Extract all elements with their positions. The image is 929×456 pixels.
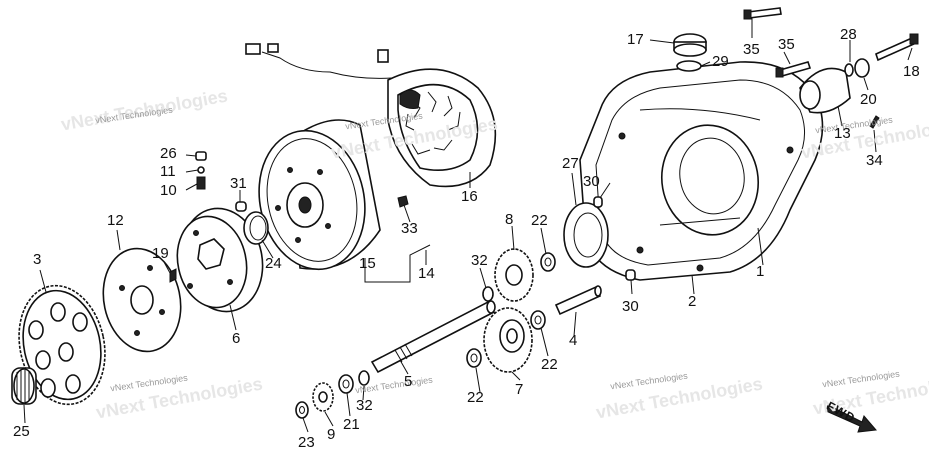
- washer-21: [338, 374, 354, 394]
- callout-13: 13: [834, 125, 851, 142]
- callout-35-b: 35: [778, 36, 795, 53]
- callout-21: 21: [343, 416, 360, 433]
- callout-25: 25: [13, 423, 30, 440]
- flywheel-rotor: [258, 119, 381, 271]
- stator-assembly: [245, 43, 497, 188]
- callout-30-a: 30: [583, 173, 600, 190]
- callout-19: 19: [152, 245, 169, 262]
- callout-20: 20: [860, 91, 877, 108]
- forward-arrow: [825, 404, 877, 433]
- needle-bearing: [11, 367, 37, 405]
- circlips-32: [358, 286, 494, 386]
- callout-23: 23: [298, 434, 315, 451]
- oil-filler-cap: [673, 33, 707, 57]
- starter-driven-gear: [18, 284, 106, 406]
- gear-7: [483, 307, 533, 373]
- oil-seal: [563, 202, 609, 268]
- callout-22-b: 22: [541, 356, 558, 373]
- callout-33: 33: [401, 220, 418, 237]
- leader-lines: [23, 18, 913, 433]
- callout-32-b: 32: [356, 397, 373, 414]
- starter-clutch: [176, 207, 264, 313]
- bolt-34: [869, 115, 880, 129]
- callout-34: 34: [866, 152, 883, 169]
- callout-2: 2: [688, 293, 697, 310]
- callout-28: 28: [840, 26, 857, 43]
- callout-6: 6: [232, 330, 241, 347]
- callout-18: 18: [903, 63, 920, 80]
- ring-24: [243, 211, 269, 245]
- callout-31: 31: [230, 175, 247, 192]
- dowel-pin: [593, 196, 636, 281]
- callout-35-a: 35: [743, 41, 760, 58]
- callout-30-b: 30: [622, 298, 639, 315]
- washers-22: [466, 252, 556, 368]
- callout-14: 14: [418, 265, 435, 282]
- inspection-cap: [799, 67, 851, 114]
- washer-28: [844, 63, 854, 77]
- callout-22-a: 22: [531, 212, 548, 229]
- callout-5: 5: [404, 373, 413, 390]
- callout-29: 29: [712, 53, 729, 70]
- callout-22-c: 22: [467, 389, 484, 406]
- bolt-19: [169, 268, 177, 283]
- callout-26: 26: [160, 145, 177, 162]
- gear-9: [312, 382, 334, 412]
- callout-17: 17: [627, 31, 644, 48]
- callout-4: 4: [569, 332, 578, 349]
- washer-23: [295, 401, 309, 419]
- bolt-35-upper: [743, 7, 782, 20]
- callout-1: 1: [756, 263, 765, 280]
- spacer-sleeve: [554, 285, 602, 316]
- callout-27: 27: [562, 155, 579, 172]
- starter-reduction-shaft: [370, 300, 496, 374]
- callout-10: 10: [160, 182, 177, 199]
- callout-12: 12: [107, 212, 124, 229]
- washer-20: [854, 58, 870, 78]
- callout-16: 16: [461, 188, 478, 205]
- clutch-roller-set: [195, 151, 207, 190]
- gear-8: [494, 248, 534, 302]
- bolt-18: [875, 33, 919, 62]
- callout-7: 7: [515, 381, 524, 398]
- side-cover: [579, 61, 824, 281]
- callout-11: 11: [160, 163, 176, 180]
- o-ring: [676, 60, 702, 72]
- pin-31: [235, 201, 247, 212]
- bolt-35-lower: [775, 61, 812, 78]
- callout-24: 24: [265, 255, 282, 272]
- bolt-33: [397, 195, 409, 208]
- callout-8: 8: [505, 211, 514, 228]
- callout-32-a: 32: [471, 252, 488, 269]
- callout-3: 3: [33, 251, 42, 268]
- callout-15: 15: [359, 255, 376, 272]
- clutch-side-plate: [102, 247, 182, 353]
- callout-9: 9: [327, 426, 336, 443]
